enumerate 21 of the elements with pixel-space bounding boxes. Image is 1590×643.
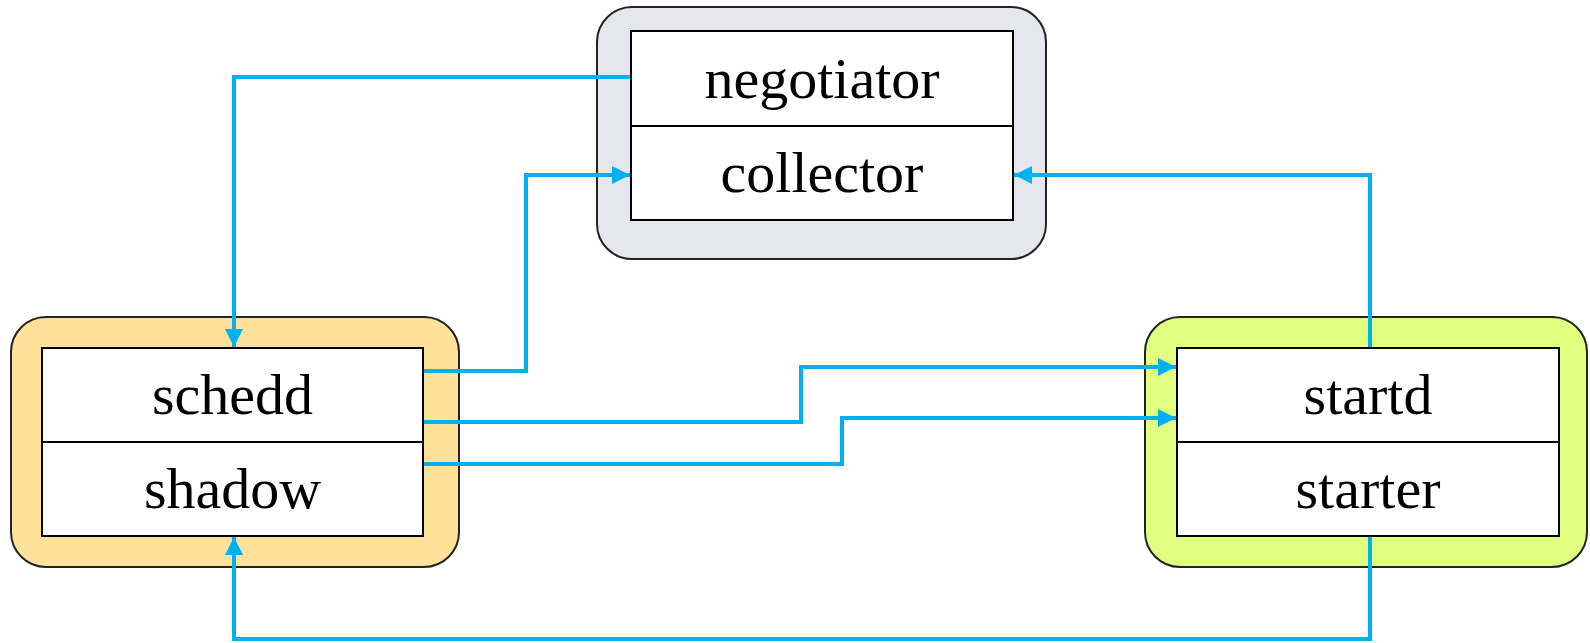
arrow bbox=[225, 75, 630, 347]
component-row bbox=[630, 125, 1014, 221]
component-row bbox=[630, 30, 1014, 127]
arrow bbox=[424, 409, 1176, 466]
arrow bbox=[225, 537, 1372, 641]
component-row bbox=[41, 441, 424, 537]
component-row bbox=[1176, 347, 1560, 443]
component-label: shadow bbox=[143, 460, 322, 518]
component-label: schedd bbox=[151, 366, 314, 424]
component-row bbox=[1176, 441, 1560, 537]
group-panel bbox=[10, 316, 460, 568]
component-row bbox=[41, 347, 424, 443]
group-panel bbox=[1144, 316, 1588, 568]
arrow bbox=[1014, 166, 1372, 347]
component-label: starter bbox=[1295, 460, 1441, 518]
arrow bbox=[424, 166, 630, 373]
component-label: negotiator bbox=[704, 49, 940, 108]
component-label: startd bbox=[1303, 366, 1433, 424]
component-label: collector bbox=[720, 144, 924, 202]
group-panel bbox=[596, 6, 1047, 260]
arrow bbox=[424, 358, 1176, 424]
